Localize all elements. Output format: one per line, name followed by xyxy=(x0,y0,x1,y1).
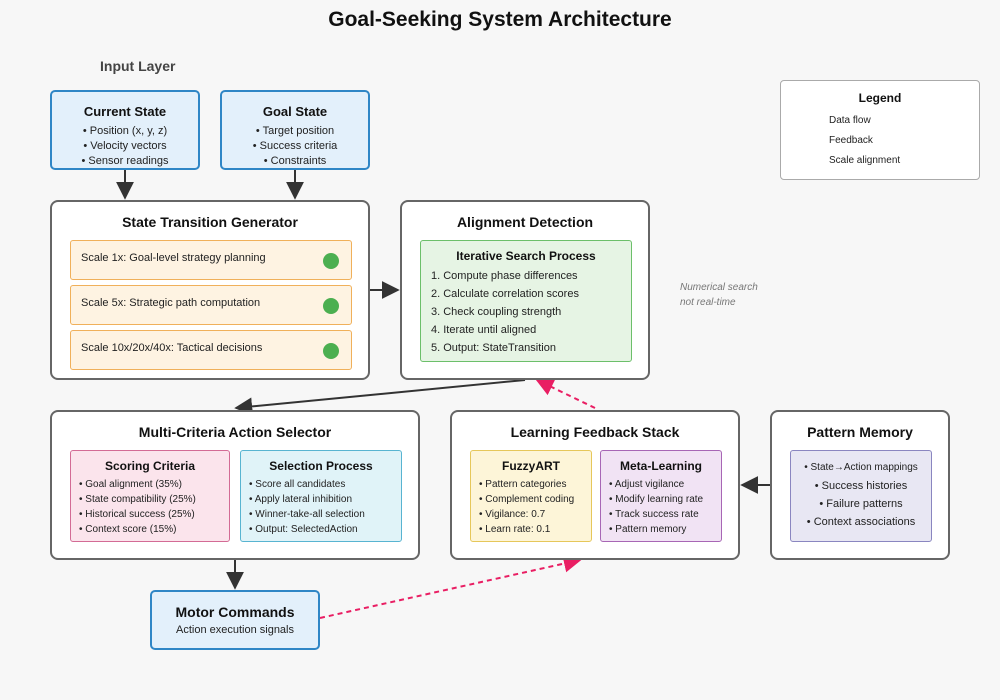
fuzzyart-title: FuzzyART xyxy=(502,459,560,473)
fuzzyart-list: Pattern categories Complement coding Vig… xyxy=(479,477,591,537)
current-state-box: Current State Position (x, y, z) Velocit… xyxy=(50,90,200,170)
list-item: 2. Calculate correlation scores xyxy=(431,288,579,300)
list-item: Learn rate: 0.1 xyxy=(479,522,591,537)
state-transition-generator-box: State Transition Generator Scale 1x: Goa… xyxy=(50,200,370,380)
feedback-motor-to-stack xyxy=(319,554,582,619)
scale-alignment-dot xyxy=(323,343,339,359)
list-item: Historical success (25%) xyxy=(79,507,229,522)
numerical-search-note: Numerical search not real-time xyxy=(680,280,758,310)
current-state-title: Current State xyxy=(83,104,167,119)
motor-commands-title: Motor Commands xyxy=(175,604,295,620)
alignment-detection-box: Alignment Detection Iterative Search Pro… xyxy=(400,200,650,380)
legend-scale-label: Scale alignment xyxy=(829,155,901,166)
legend-title: Legend xyxy=(858,91,902,105)
list-item: State compatibility (25%) xyxy=(79,492,229,507)
list-item: Score all candidates xyxy=(249,477,401,492)
list-item: Context score (15%) xyxy=(79,522,229,537)
scoring-criteria-list: Goal alignment (35%) State compatibility… xyxy=(79,477,229,537)
action-selector-title: Multi-Criteria Action Selector xyxy=(138,424,332,440)
action-selector-box: Multi-Criteria Action Selector Scoring C… xyxy=(50,410,420,560)
list-item: Position (x, y, z) xyxy=(52,124,198,139)
list-item: Success histories xyxy=(791,477,931,495)
list-item: Winner-take-all selection xyxy=(249,507,401,522)
legend-data-flow-label: Data flow xyxy=(829,115,871,126)
scoring-criteria-title: Scoring Criteria xyxy=(104,459,196,473)
scale-alignment-dot xyxy=(323,298,339,314)
list-item: Track success rate xyxy=(609,507,721,522)
arrow-alignment-to-selector xyxy=(234,379,526,416)
pattern-memory-box: Pattern Memory State→Action mappings Suc… xyxy=(770,410,950,560)
diagram-title: Goal-Seeking System Architecture xyxy=(328,8,672,31)
current-state-list: Position (x, y, z) Velocity vectors Sens… xyxy=(52,124,198,169)
list-item: Apply lateral inhibition xyxy=(249,492,401,507)
list-item: Constraints xyxy=(222,154,368,169)
selection-process-box: Selection Process Score all candidates A… xyxy=(240,450,402,542)
generator-title: State Transition Generator xyxy=(122,214,298,230)
meta-learning-title: Meta-Learning xyxy=(619,459,702,473)
feedback-stack-to-alignment xyxy=(535,378,596,409)
pattern-memory-title: Pattern Memory xyxy=(807,424,913,440)
list-item: 1. Compute phase differences xyxy=(431,270,578,282)
note-line: Numerical search xyxy=(680,282,758,293)
list-item: 4. Iterate until aligned xyxy=(431,324,537,336)
selection-process-list: Score all candidates Apply lateral inhib… xyxy=(249,477,401,537)
scale-row-2: Scale 5x: Strategic path computation xyxy=(70,285,352,325)
fuzzyart-box: FuzzyART Pattern categories Complement c… xyxy=(470,450,592,542)
list-item: Pattern categories xyxy=(479,477,591,492)
list-item: Complement coding xyxy=(479,492,591,507)
meta-learning-box: Meta-Learning Adjust vigilance Modify le… xyxy=(600,450,722,542)
list-item: Adjust vigilance xyxy=(609,477,721,492)
list-item: Context associations xyxy=(791,513,931,531)
selection-process-title: Selection Process xyxy=(269,459,373,473)
list-item: Failure patterns xyxy=(791,495,931,513)
scale-label: Scale 10x/20x/40x: Tactical decisions xyxy=(81,342,263,354)
list-item: Pattern memory xyxy=(609,522,721,537)
list-item: Goal alignment (35%) xyxy=(79,477,229,492)
list-item: 5. Output: StateTransition xyxy=(431,342,556,354)
goal-state-box: Goal State Target position Success crite… xyxy=(220,90,370,170)
list-item: Sensor readings xyxy=(52,154,198,169)
alignment-title: Alignment Detection xyxy=(456,214,594,230)
pattern-memory-inner: State→Action mappings Success histories … xyxy=(790,450,932,542)
search-steps-list: 1. Compute phase differences 2. Calculat… xyxy=(431,267,631,357)
motor-commands-box: Motor Commands Action execution signals xyxy=(150,590,320,650)
goal-state-title: Goal State xyxy=(262,104,328,119)
list-item: Output: SelectedAction xyxy=(249,522,401,537)
note-line: not real-time xyxy=(680,297,736,308)
scale-row-1: Scale 1x: Goal-level strategy planning xyxy=(70,240,352,280)
iterative-search-box: Iterative Search Process 1. Compute phas… xyxy=(420,240,632,362)
scoring-criteria-box: Scoring Criteria Goal alignment (35%) St… xyxy=(70,450,230,542)
goal-state-list: Target position Success criteria Constra… xyxy=(222,124,368,169)
list-item: State→Action mappings xyxy=(791,459,931,477)
scale-label: Scale 5x: Strategic path computation xyxy=(81,297,261,309)
input-layer-label: Input Layer xyxy=(100,58,176,74)
iterative-search-title: Iterative Search Process xyxy=(456,249,596,263)
scale-label: Scale 1x: Goal-level strategy planning xyxy=(81,252,266,264)
motor-commands-subtitle: Action execution signals xyxy=(175,624,294,636)
list-item: Target position xyxy=(222,124,368,139)
list-item: Vigilance: 0.7 xyxy=(479,507,591,522)
scale-row-3: Scale 10x/20x/40x: Tactical decisions xyxy=(70,330,352,370)
legend-feedback-label: Feedback xyxy=(829,135,873,146)
feedback-stack-title: Learning Feedback Stack xyxy=(510,424,680,440)
pattern-memory-list: State→Action mappings Success histories … xyxy=(791,459,931,531)
list-item: 3. Check coupling strength xyxy=(431,306,562,318)
legend-box: Legend Data flow Feedback Scale alignmen… xyxy=(780,80,980,180)
list-item: Velocity vectors xyxy=(52,139,198,154)
list-item: Modify learning rate xyxy=(609,492,721,507)
scale-alignment-dot xyxy=(323,253,339,269)
feedback-stack-box: Learning Feedback Stack FuzzyART Pattern… xyxy=(450,410,740,560)
meta-learning-list: Adjust vigilance Modify learning rate Tr… xyxy=(609,477,721,537)
list-item: Success criteria xyxy=(222,139,368,154)
